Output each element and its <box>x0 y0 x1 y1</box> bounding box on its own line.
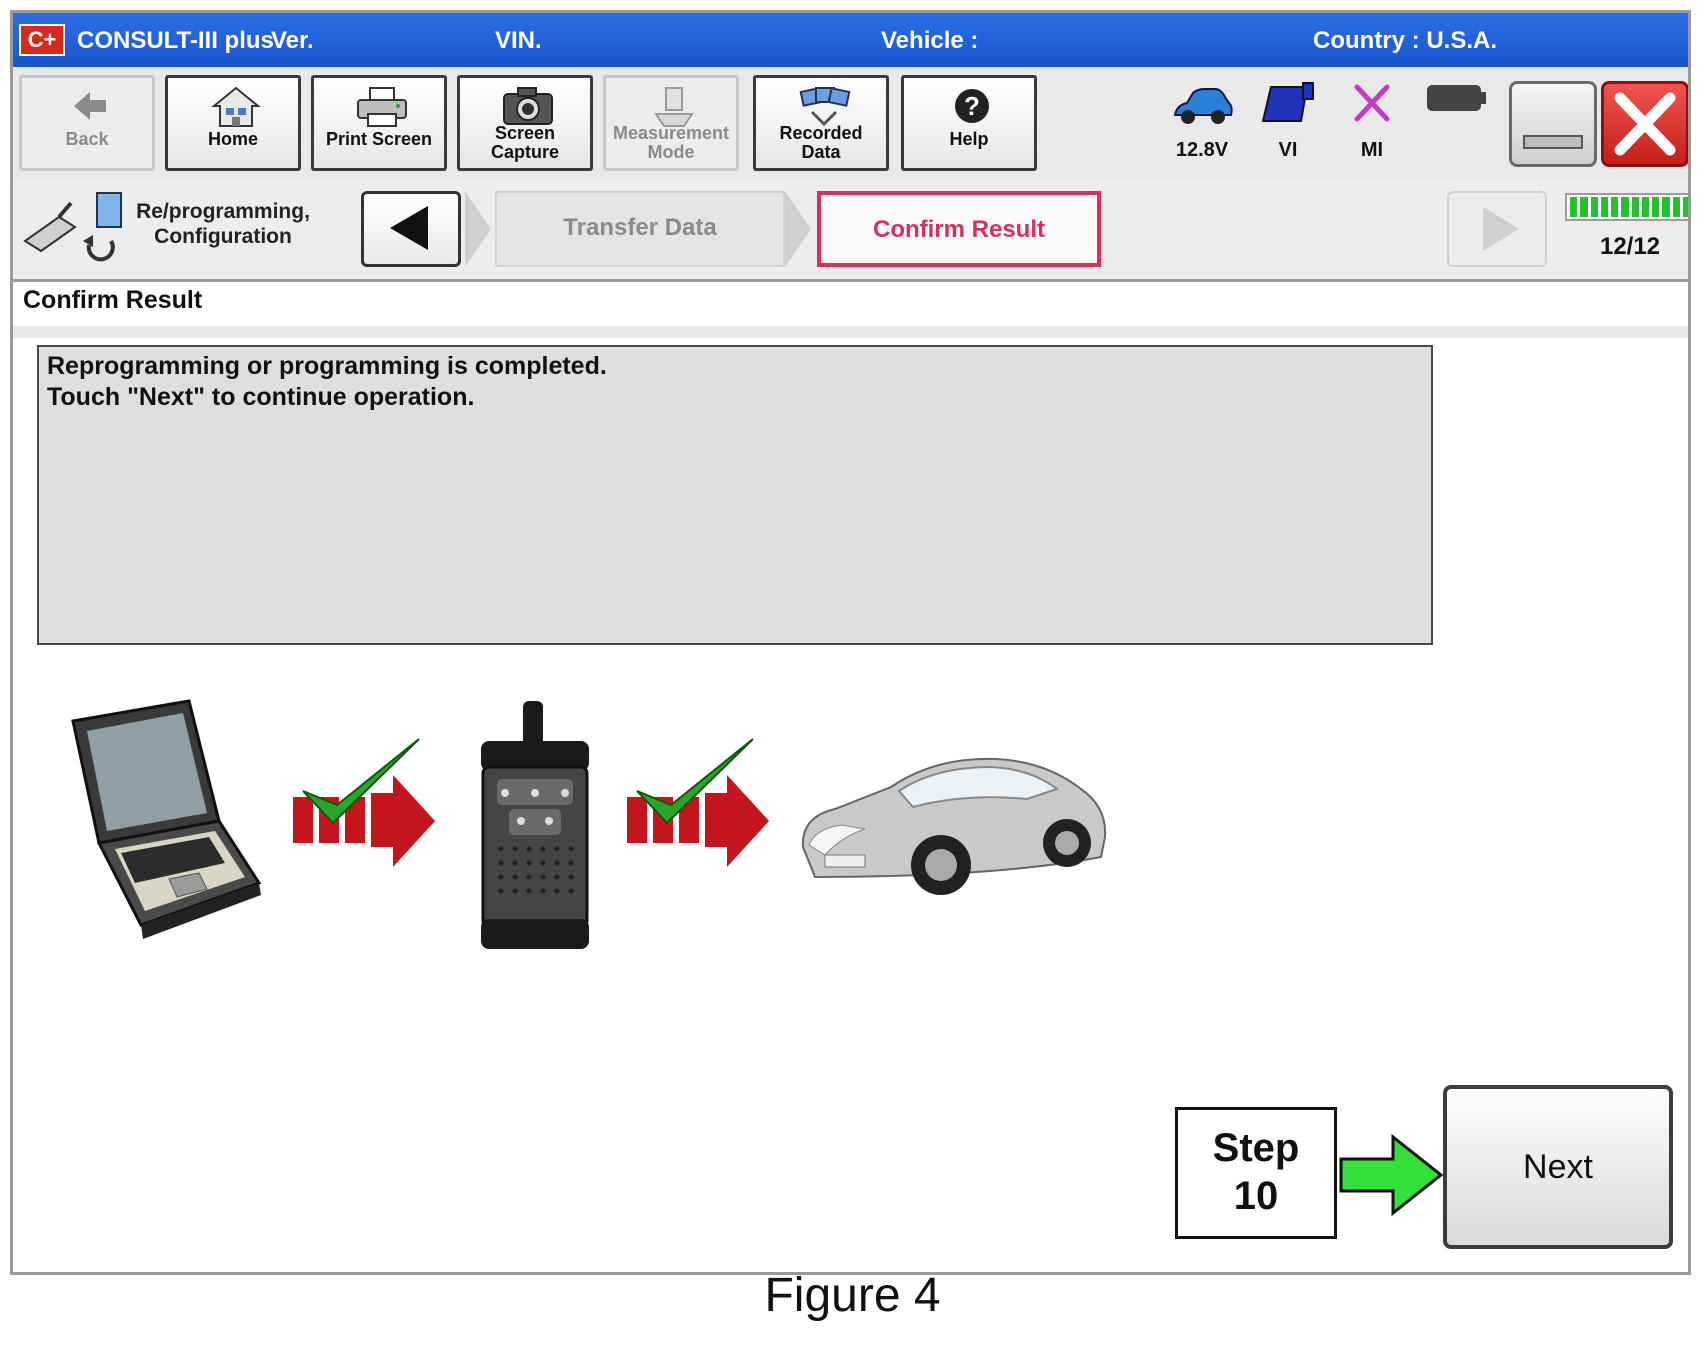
vi-status: VI <box>1243 77 1333 167</box>
message-box: Reprogramming or programming is complete… <box>37 345 1433 645</box>
mi-label: MI <box>1360 139 1384 161</box>
left-triangle-icon <box>390 206 428 250</box>
home-button[interactable]: Home <box>165 75 301 171</box>
svg-text:?: ? <box>964 91 980 121</box>
progress-segment <box>1662 197 1670 217</box>
vi-label: VI <box>1278 139 1298 161</box>
mi-disconnected-icon <box>1354 84 1390 122</box>
minimize-icon <box>1523 135 1583 149</box>
consult-window: C+ CONSULT-III plus Ver. VIN. Vehicle : … <box>10 10 1691 1275</box>
back-label: Back <box>65 129 109 149</box>
screen-capture-label: Screen Capture <box>460 124 590 162</box>
vi-device-icon <box>1261 82 1314 122</box>
vehicle-car-icon <box>801 757 1107 895</box>
reprogramming-configuration-label: Re/programming, Configuration <box>133 199 313 249</box>
back-button[interactable]: Back <box>19 75 155 171</box>
step-navigation-bar: Re/programming, Configuration Transfer D… <box>13 179 1688 282</box>
progress-segment <box>1580 197 1588 217</box>
battery-voltage-value: 12.8V <box>1175 139 1229 161</box>
help-icon: ? <box>955 89 989 123</box>
next-step-arrow-button[interactable] <box>1447 191 1547 267</box>
chevron-separator-icon <box>465 191 491 267</box>
progress-segment <box>1682 197 1688 217</box>
chevron-separator-icon <box>785 191 811 267</box>
section-title: Confirm Result <box>23 286 203 314</box>
figure-caption: Figure 4 <box>764 1269 941 1322</box>
help-button[interactable]: ? Help <box>901 75 1037 171</box>
step-label: Step <box>1212 1126 1300 1170</box>
app-title: CONSULT-III plus <box>77 27 274 54</box>
progress-segment <box>1641 197 1649 217</box>
message-line-2: Touch "Next" to continue operation. <box>47 383 475 411</box>
vin-label: VIN. <box>495 27 542 54</box>
consult-logo-icon: C+ <box>19 24 65 56</box>
printer-icon <box>357 87 407 127</box>
transfer-success-arrow-icon <box>627 738 769 867</box>
home-icon <box>211 86 261 127</box>
step-transfer-data: Transfer Data <box>495 191 785 267</box>
battery-voltage-status: 12.8V <box>1157 77 1247 167</box>
measurement-icon <box>654 87 694 127</box>
battery-icon <box>1427 85 1486 111</box>
next-button[interactable]: Next <box>1443 1085 1673 1249</box>
recorded-data-label: Recorded Data <box>756 124 886 162</box>
measurement-mode-button[interactable]: Measurement Mode <box>603 75 739 171</box>
progress-segment <box>1672 197 1680 217</box>
home-label: Home <box>207 129 258 149</box>
measurement-label-line2: Mode <box>647 142 695 162</box>
recorded-label-line2: Data <box>801 142 841 162</box>
step-confirm-result: Confirm Result <box>817 191 1101 267</box>
reprogramming-icon <box>23 192 122 262</box>
vi-interface-device-icon <box>481 701 589 949</box>
mi-status: MI <box>1327 77 1417 167</box>
minimize-button[interactable] <box>1509 81 1597 167</box>
camera-icon <box>503 87 553 125</box>
screen-capture-label-line2: Capture <box>490 142 559 162</box>
version-label: Ver. <box>271 27 314 54</box>
section-divider <box>13 326 1688 338</box>
message-line-1: Reprogramming or programming is complete… <box>47 352 607 380</box>
right-triangle-icon <box>1483 207 1519 251</box>
previous-step-button[interactable] <box>361 191 461 267</box>
progress-segment <box>1631 197 1639 217</box>
screen-capture-button[interactable]: Screen Capture <box>457 75 593 171</box>
progress-segment <box>1570 197 1578 217</box>
reprog-label-line1: Re/programming, <box>136 200 310 223</box>
progress-segment <box>1611 197 1619 217</box>
car-status-icon <box>1173 88 1233 124</box>
print-screen-label: Print Screen <box>325 129 433 149</box>
toolbar: Back Home Print Screen <box>13 67 1688 180</box>
step-progress-text: 12/12 <box>1599 233 1661 260</box>
title-bar: C+ CONSULT-III plus Ver. VIN. Vehicle : … <box>13 13 1688 67</box>
recorded-data-button[interactable]: Recorded Data <box>753 75 889 171</box>
country-label: Country : U.S.A. <box>1313 27 1497 54</box>
measurement-label-line1: Measurement <box>612 123 730 143</box>
transfer-success-arrow-icon <box>293 738 435 867</box>
green-arrow-icon <box>1339 1133 1444 1217</box>
vehicle-label: Vehicle : <box>881 27 979 54</box>
help-label: Help <box>949 129 989 149</box>
screen-capture-label-line1: Screen <box>494 123 556 143</box>
progress-segment <box>1621 197 1629 217</box>
step-callout: Step 10 <box>1175 1107 1337 1239</box>
progress-segment <box>1590 197 1598 217</box>
close-button[interactable] <box>1601 81 1688 167</box>
print-screen-button[interactable]: Print Screen <box>311 75 447 171</box>
step-number: 10 <box>1233 1174 1279 1218</box>
step-progress-bar <box>1565 193 1688 221</box>
laptop-icon <box>71 699 262 939</box>
back-arrow-icon <box>74 92 106 120</box>
close-icon <box>1614 92 1676 156</box>
reprog-label-line2: Configuration <box>154 225 292 248</box>
measurement-mode-label: Measurement Mode <box>606 124 736 162</box>
progress-segment <box>1652 197 1660 217</box>
recorded-data-icon <box>799 87 851 127</box>
battery-indicator <box>1411 77 1501 167</box>
recorded-label-line1: Recorded <box>779 123 863 143</box>
progress-segment <box>1600 197 1608 217</box>
